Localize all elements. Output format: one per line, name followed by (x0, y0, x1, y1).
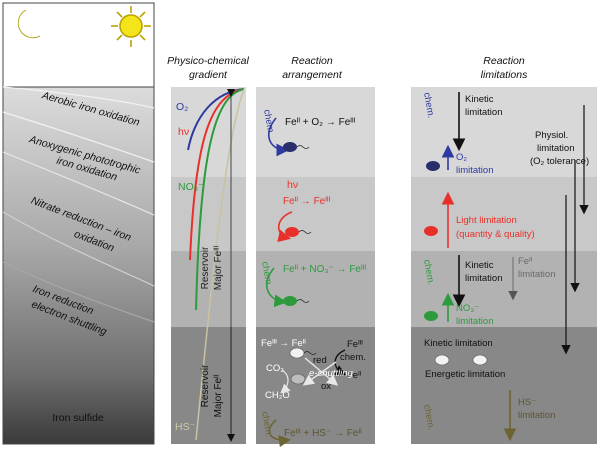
fe2-limitation-label: limitation (518, 269, 556, 280)
flagellum (296, 145, 310, 149)
reaction-4: Feᴵᴵᴵ + HS⁻ → Feᴵᴵ (284, 428, 362, 439)
reaction-title-2: arrangement (282, 69, 343, 81)
limitations-panel: Reaction limitations chem. Kinetic limit… (421, 55, 589, 442)
no3-lim-label: NO₃⁻ (456, 303, 479, 314)
bacterium-aerobic (283, 142, 297, 152)
flagellum (296, 299, 310, 303)
limitation-label-1: limitation (465, 107, 503, 118)
reaction-panel: Reaction arrangement chem. Feᴵᴵ + O₂ → F… (259, 55, 366, 448)
chem-arrow-band3 (265, 267, 288, 308)
o2-label: O₂ (176, 101, 188, 113)
reaction-1: Feᴵᴵ + O₂ → Feᴵᴵᴵ (285, 117, 356, 128)
band-backgrounds (171, 87, 597, 444)
energetic-label: Energetic limitation (425, 369, 505, 380)
hs-lim-label: HS⁻ (518, 397, 536, 408)
hs-limitation-label: limitation (518, 410, 556, 421)
light-arrow-band2 (277, 211, 293, 243)
chem-label-lim4: chem. (421, 404, 436, 431)
chem-arrow-band1 (267, 117, 290, 157)
fe3-to-fe2-label: Feᴵᴵᴵ → Feᴵᴵ (261, 338, 306, 349)
shuttle-arrow-1 (304, 357, 339, 386)
sun-icon (111, 6, 151, 47)
kinetic-label-3: Kinetic limitation (424, 338, 493, 349)
zone-boundary (2, 211, 155, 287)
light-lim-label-2: (quantity & quality) (456, 229, 535, 240)
bacterium-phototroph (285, 227, 299, 237)
kinetic-label-2: Kinetic (465, 260, 494, 271)
flagellum (298, 230, 312, 234)
o2-limitation-label: limitation (456, 165, 494, 176)
carbon-arrow (280, 369, 291, 394)
hv-label-band2: hν (287, 179, 298, 191)
reaction-2: Feᴵᴵ → Feᴵᴵᴵ (283, 196, 331, 207)
eshuttle-label: e-shuttling (309, 368, 354, 379)
fe3-label: Feᴵᴵᴵ (347, 339, 363, 350)
shuttle-arrow-2 (302, 361, 337, 386)
limitation-label-2: limitation (465, 273, 503, 284)
red-label: red (313, 355, 327, 366)
kinetic-label-1: Kinetic (465, 94, 494, 105)
hv-label: hν (178, 126, 189, 138)
zone-ironsulfide-label: Iron sulfide (52, 412, 104, 424)
reservoir-label-2: Reservoir (200, 364, 211, 407)
bacterium-reducer (289, 347, 305, 359)
bacterium-reducer-2 (290, 373, 306, 385)
no3-limitation-label: limitation (456, 316, 494, 327)
chem-label-band1: chem. (261, 109, 276, 136)
chem-label-band4: chem. (340, 352, 366, 363)
bacterium-lim-aerobic (426, 161, 440, 171)
reaction-title-1: Reaction (291, 55, 333, 67)
reservoir-label-1: Reservoir (200, 246, 211, 289)
physiol-label-2: limitation (537, 143, 575, 154)
o2-lim-label: O₂ (456, 152, 467, 163)
gradient-panel: Physico-chemical gradient O₂ hν NO₃⁻ HS⁻… (167, 55, 250, 442)
zone-boundary (2, 86, 155, 109)
bacterium-nitrate (283, 296, 297, 306)
bacterium-lim-reducer-2 (472, 354, 488, 366)
ch2o-label: CH₂O (265, 390, 290, 401)
gradient-title-1: Physico-chemical (167, 55, 249, 67)
no3-label: NO₃⁻ (178, 181, 204, 193)
chem-arrow-band4b (268, 419, 291, 448)
flagellum (303, 351, 317, 355)
chem-label-band4b: chem. (259, 411, 274, 438)
bacterium-lim-nitrate (424, 311, 438, 321)
gradient-title-2: gradient (189, 69, 228, 81)
physiol-label-1: Physiol. (535, 130, 568, 141)
fe2-lim-label: Feᴵᴵ (518, 256, 533, 267)
moon-icon (17, 9, 41, 39)
left-panel: Aerobic iron oxidation Anoxygenic photot… (2, 2, 155, 445)
bacterium-lim-reducer-1 (434, 354, 450, 366)
major-fe3-label: Major Feᴵᴵᴵ (213, 245, 224, 290)
major-fe2-label: Major Feᴵᴵ (213, 374, 224, 417)
fe2-label: Feᴵᴵ (347, 370, 362, 381)
zone-boundary (2, 151, 155, 216)
limitations-title-2: limitations (481, 69, 528, 81)
sulfide-curve (195, 88, 245, 441)
chem-label-lim3: chem. (421, 259, 436, 286)
physiol-label-3: (O₂ tolerance) (530, 156, 589, 167)
reaction-3: Feᴵᴵ + NO₃⁻ → Feᴵᴵᴵ (283, 264, 366, 275)
limitations-title-1: Reaction (483, 55, 525, 67)
chem-label-lim1: chem. (421, 92, 436, 119)
zone-boundary (2, 261, 155, 323)
chem-label-band3: chem. (259, 261, 274, 288)
ox-label: ox (321, 381, 331, 392)
co2-label: CO₂ (266, 363, 284, 374)
zone-boundary (2, 111, 155, 163)
hs-label: HS⁻ (175, 421, 196, 433)
bacterium-lim-phototroph (424, 226, 438, 236)
light-lim-label-1: Light limitation (456, 215, 517, 226)
